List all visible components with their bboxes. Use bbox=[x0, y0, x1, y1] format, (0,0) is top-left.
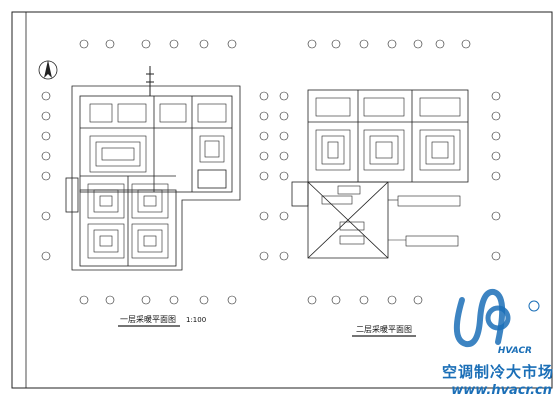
first-floor-plan bbox=[65, 85, 241, 271]
hvacr-logo-icon bbox=[453, 288, 540, 348]
first-floor-plan-title: 一层采暖平面图 bbox=[120, 315, 176, 324]
floor-heating-coils-second bbox=[315, 97, 461, 171]
floor-heating-coils-first bbox=[87, 103, 227, 259]
watermark-brand-en: HVACR bbox=[497, 346, 532, 356]
annotation-boxes bbox=[321, 185, 461, 247]
north-arrow-icon bbox=[38, 60, 58, 80]
sheet-border bbox=[11, 11, 553, 389]
first-floor-scale: 1:100 bbox=[186, 316, 207, 324]
second-floor-plan bbox=[291, 89, 469, 259]
supply-riser bbox=[146, 66, 154, 96]
watermark-brand-cn: 空调制冷大市场 bbox=[441, 363, 554, 381]
second-floor-plan-title: 二层采暖平面图 bbox=[356, 325, 412, 334]
grid-axis-bubbles bbox=[41, 39, 501, 305]
watermark-url: www.hvacr.cn bbox=[451, 383, 552, 398]
